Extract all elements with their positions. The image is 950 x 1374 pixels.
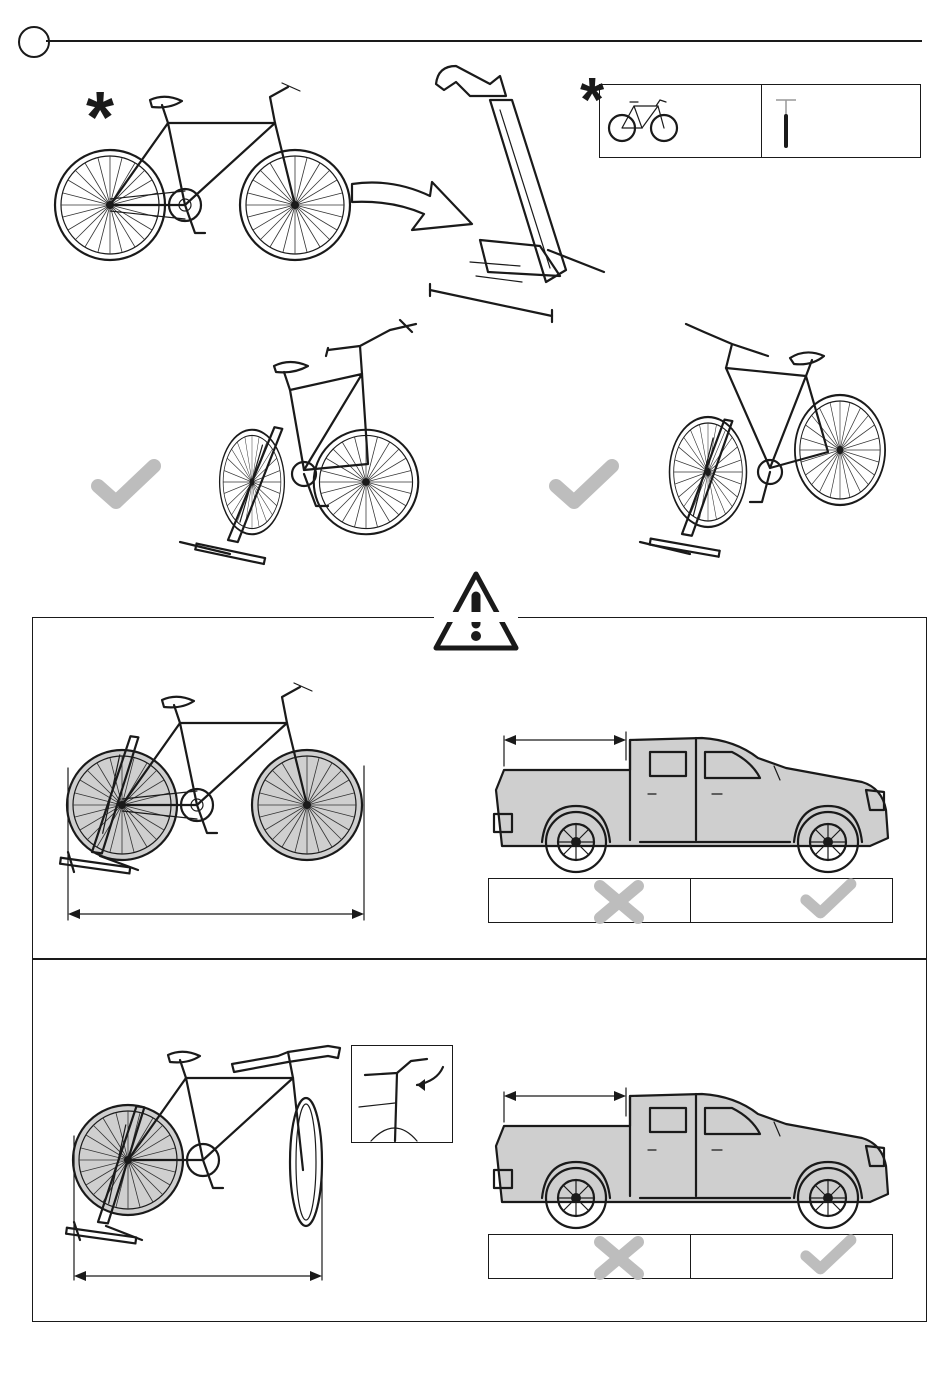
legend-divider [761,84,762,158]
cross-icon [600,886,644,922]
check-icon [806,1240,866,1280]
bike-on-stand-rear-icon [0,310,950,570]
handlebar-turn-icon [351,1045,453,1143]
result-divider [690,1234,691,1279]
check-icon [806,884,866,924]
result-divider [690,878,691,923]
rack-stand-icon [0,0,950,330]
cross-icon [600,1242,644,1278]
pickup-truck-icon [490,1086,900,1236]
tool-pole-icon [772,94,802,150]
bike-in-stand-icon [0,620,480,940]
road-bike-icon [606,96,686,146]
pickup-truck-icon [490,730,900,880]
